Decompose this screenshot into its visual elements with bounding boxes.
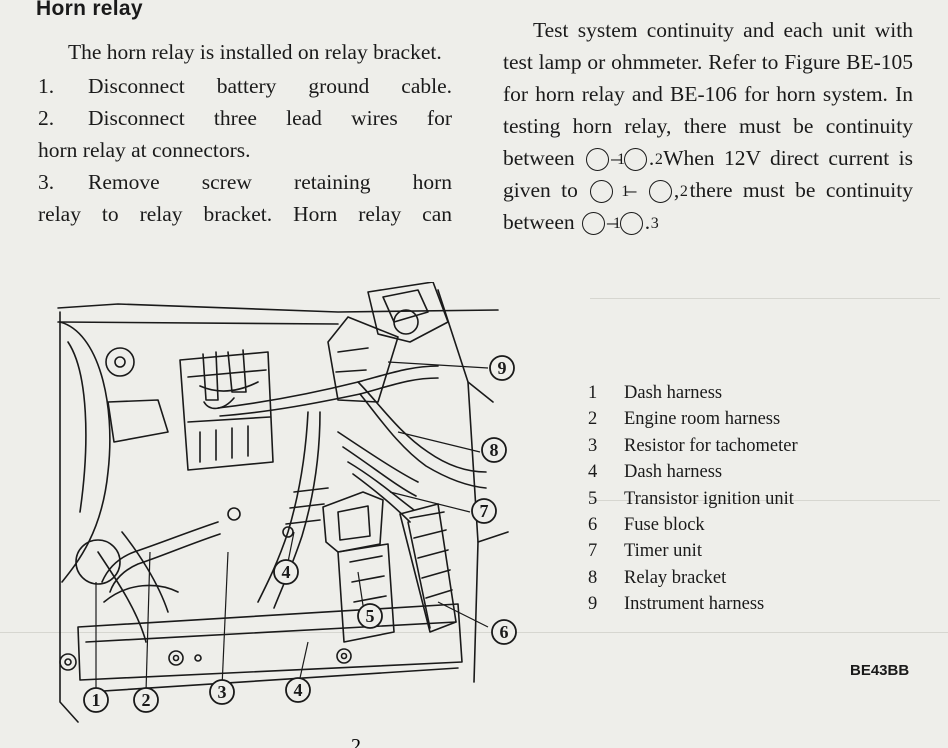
legend-item: 5 Transistor ignition unit [584, 486, 798, 512]
callout-number: 9 [498, 358, 507, 378]
step-1: 1. Disconnect battery ground cable. [38, 70, 452, 102]
legend-number: 8 [588, 567, 598, 588]
legend-item: 6 Fuse block [584, 512, 798, 538]
callout-number: 1 [92, 690, 101, 710]
step-text: Disconnect three lead wires for [88, 106, 452, 130]
step-number: 3. [38, 170, 55, 194]
legend-label: Resistor for tachometer [624, 435, 798, 456]
right-column: Test system continuity and each unit wit… [503, 14, 913, 238]
legend-item: 9 Instrument harness [584, 591, 798, 617]
figure-code: BE43BB [850, 662, 910, 679]
legend-label: Instrument harness [624, 594, 765, 615]
step-text: Disconnect battery ground cable. [88, 74, 452, 98]
legend-number: 3 [588, 435, 598, 456]
callout-number: 8 [490, 440, 499, 460]
legend-label: Relay bracket [624, 567, 727, 588]
section-heading: Horn relay [36, 0, 143, 20]
step-text-continued: horn relay at connectors. [38, 138, 251, 162]
legend-number: 4 [588, 462, 598, 483]
legend-number: 7 [588, 541, 598, 562]
bleed-rule [0, 632, 948, 633]
callout-7: 7 [471, 498, 497, 524]
legend-label: Timer unit [624, 541, 702, 562]
callout-number: 4 [294, 680, 303, 700]
callout-9: 9 [489, 355, 515, 381]
terminal-3-symbol: 3 [619, 212, 659, 235]
callout-3: 3 [209, 679, 235, 705]
callout-4: 4 [285, 677, 311, 703]
para-text: Test system continuity and each unit wit… [503, 18, 913, 170]
legend-number: 5 [588, 488, 598, 509]
legend-item: 3 Resistor for tachometer [584, 433, 798, 459]
legend-label: Dash harness [624, 383, 723, 403]
step-number: 1. [38, 74, 55, 98]
callout-number: 3 [218, 682, 227, 702]
terminal-1-symbol: 1 [586, 148, 625, 171]
legend-number: 2 [588, 409, 598, 430]
terminal-1-symbol: 1 [582, 212, 621, 235]
para-text: , there must be continuity between [503, 178, 914, 234]
callout-number: 2 [142, 690, 151, 710]
dash: – [611, 146, 622, 170]
legend-item: 7 Timer unit [584, 538, 798, 564]
callout-5: 5 [357, 603, 383, 629]
legend-number: 6 [588, 515, 598, 536]
legend-item: 1 Dash harness [584, 380, 798, 406]
left-column: The horn relay is installed on relay bra… [38, 36, 452, 230]
callout-6: 6 [491, 619, 517, 645]
terminal-2-symbol: 2 [648, 180, 688, 203]
step-text: Remove screw retaining horn [88, 170, 452, 194]
step-3: 3. Remove screw retaining horn [38, 166, 452, 198]
terminal-1-symbol: 1 [590, 180, 629, 203]
dash: – [625, 178, 637, 202]
legend-label: Fuse block [624, 515, 705, 536]
step-text-continued: relay to relay bracket. Horn relay can [38, 202, 452, 226]
callout-2: 2 [133, 687, 159, 713]
callout-number: 6 [500, 622, 509, 642]
legend-label: Dash harness [624, 462, 723, 483]
bleed-rule [590, 298, 940, 299]
intro-paragraph: The horn relay is installed on relay bra… [68, 40, 442, 64]
callout-number: 4 [282, 562, 291, 582]
legend-number: 9 [588, 594, 598, 615]
callout-number: 7 [480, 501, 489, 521]
callout-number: 5 [366, 606, 375, 626]
engine-bay-illustration: 1 2 3 4 4 5 6 7 8 9 2 [57, 282, 517, 748]
legend-label: Transistor ignition unit [624, 488, 794, 509]
legend-number: 1 [588, 383, 598, 403]
legend-item: 4 Dash harness [584, 459, 798, 485]
step-number: 2. [38, 106, 55, 130]
dash: – [607, 210, 618, 234]
continuity-paragraph: Test system continuity and each unit wit… [503, 14, 913, 238]
callout-1: 1 [83, 687, 109, 713]
step-2: 2. Disconnect three lead wires for [38, 102, 452, 134]
legend-item: 2 Engine room harness [584, 406, 798, 432]
partial-callout: 2 [351, 735, 361, 748]
bleed-rule [590, 500, 940, 501]
callout-4: 4 [273, 559, 299, 585]
legend-label: Engine room harness [624, 409, 781, 430]
period: . [644, 210, 651, 234]
legend-item: 8 Relay bracket [584, 565, 798, 591]
terminal-2-symbol: 2 [623, 148, 663, 171]
para-text: . When 12V direct current is given to [503, 146, 914, 202]
callout-8: 8 [481, 437, 507, 463]
